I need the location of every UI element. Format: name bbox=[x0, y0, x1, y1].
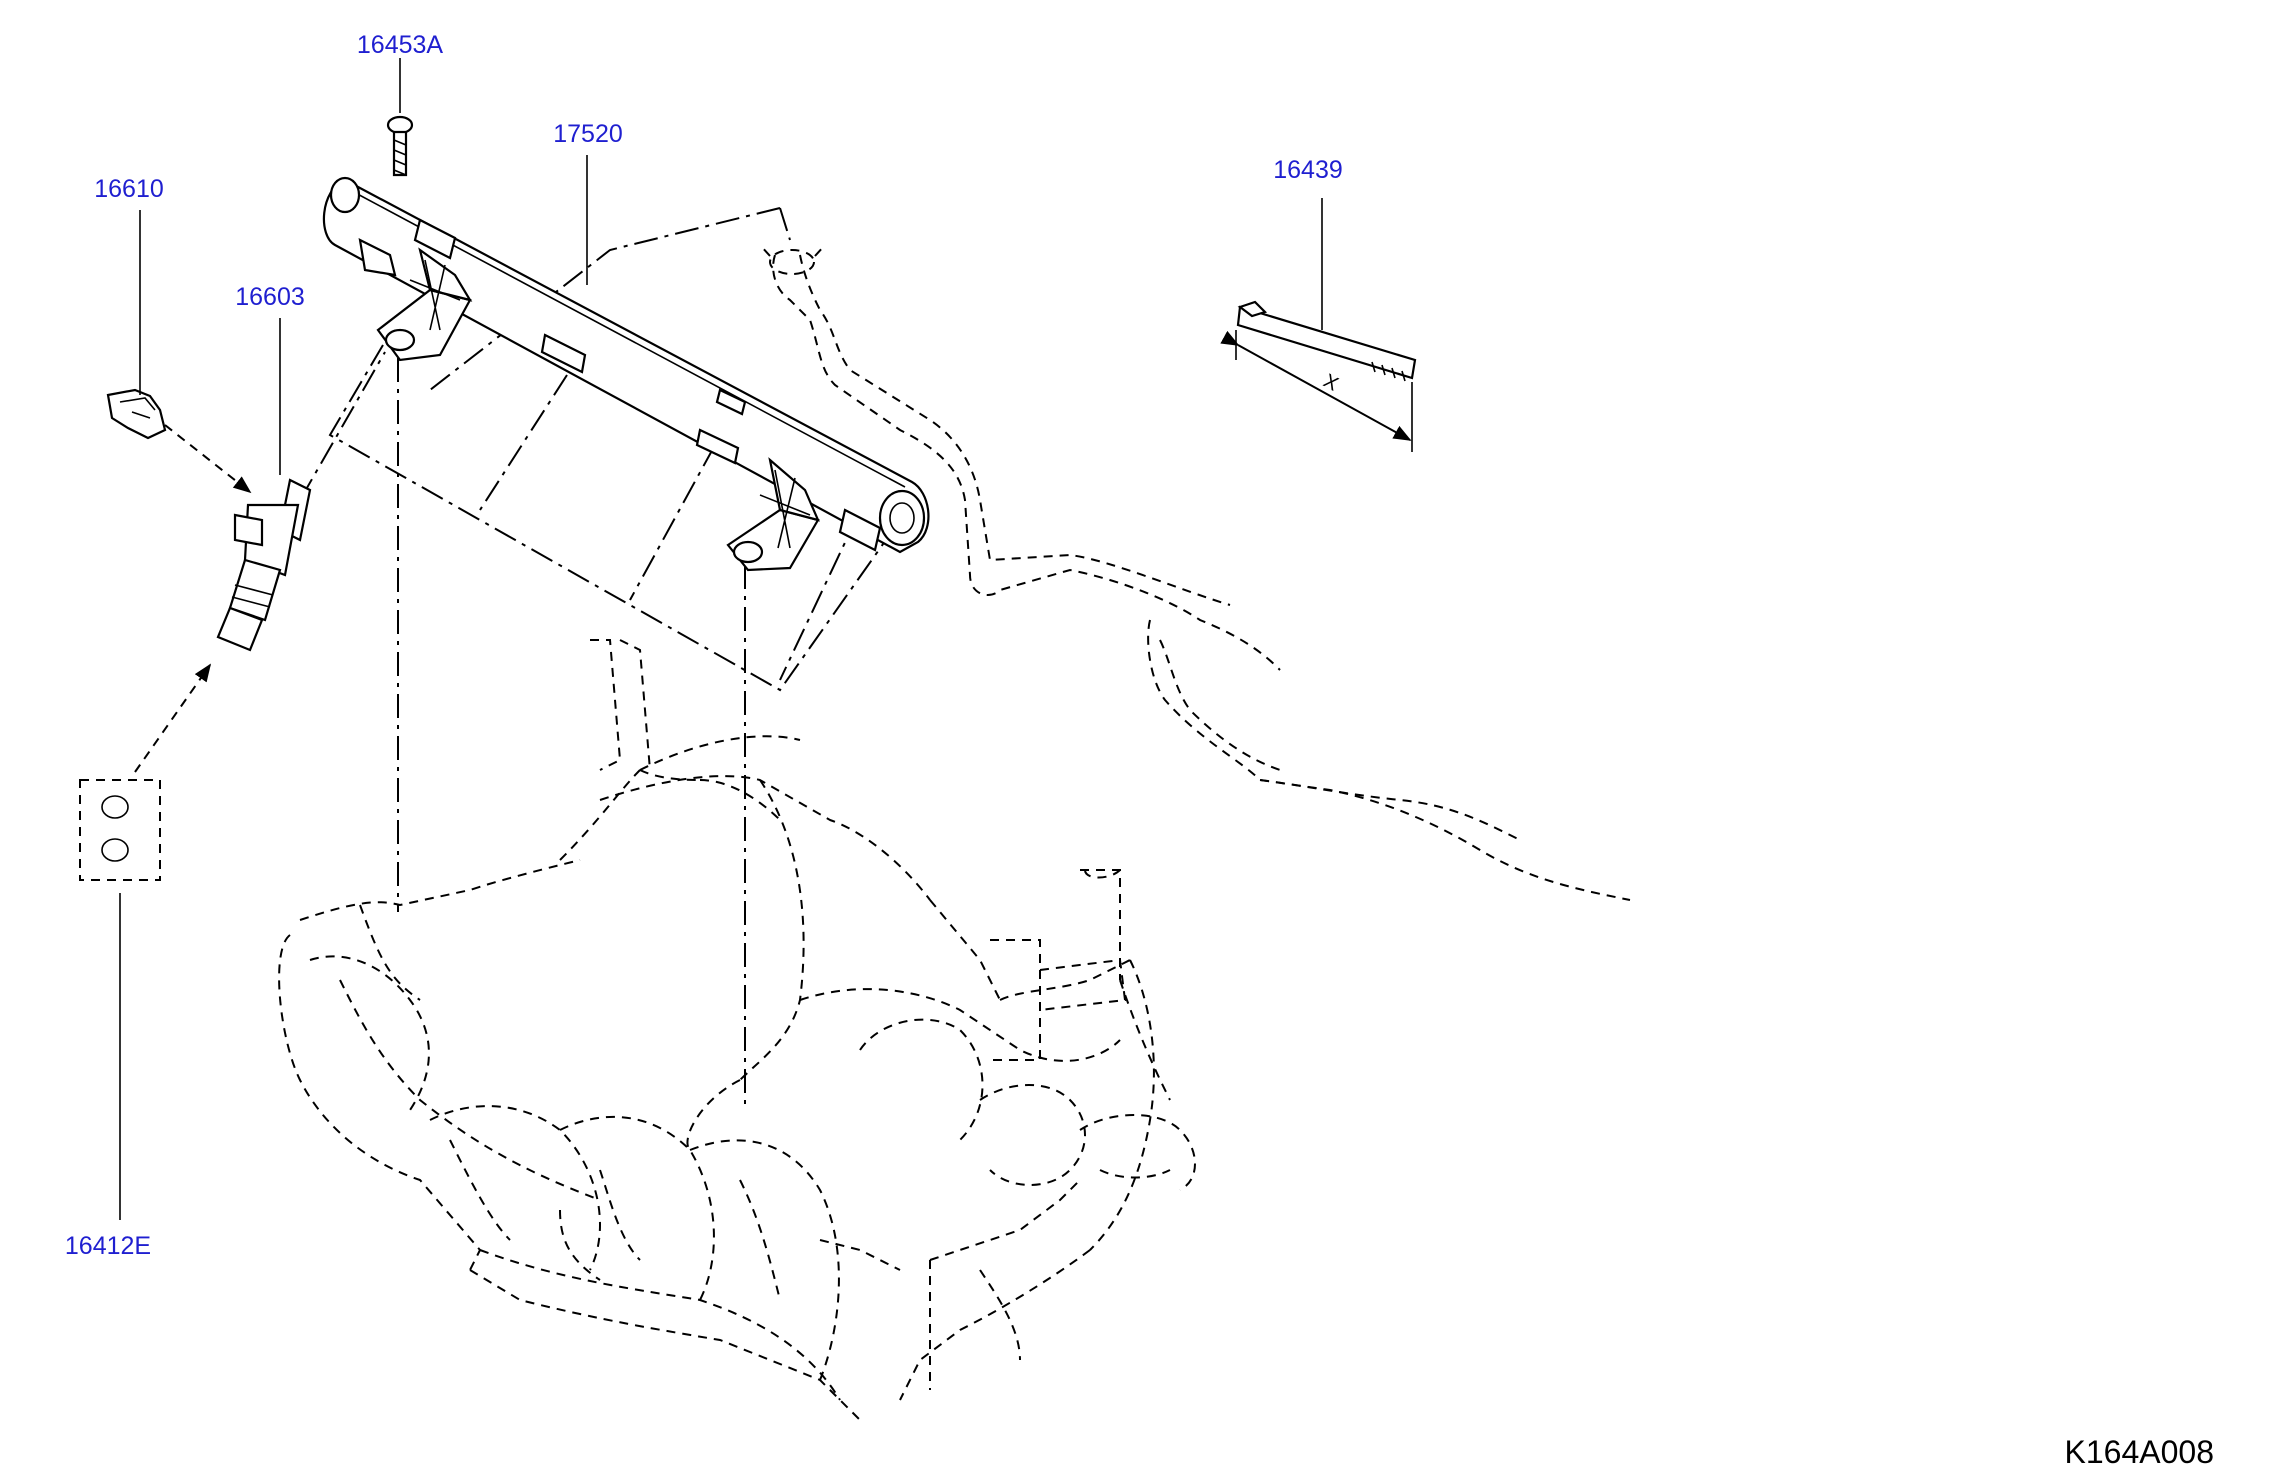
callout-17520[interactable]: 17520 bbox=[553, 120, 623, 148]
callout-16453A[interactable]: 16453A bbox=[357, 31, 444, 59]
fuel-rail[interactable] bbox=[322, 176, 930, 572]
phantom-leaders bbox=[299, 207, 901, 1110]
engine-phantom bbox=[278, 639, 1196, 1421]
gauge-tool[interactable] bbox=[1220, 300, 1417, 452]
fuel-injector[interactable] bbox=[216, 478, 312, 652]
bolt[interactable] bbox=[386, 115, 414, 177]
callout-labels: 16453A 17520 16610 16603 16439 16412E bbox=[65, 31, 1343, 1260]
callout-16412E[interactable]: 16412E bbox=[65, 1232, 151, 1260]
callout-leaders bbox=[119, 58, 1323, 1220]
diagram-id: K164A008 bbox=[2065, 1434, 2214, 1470]
fuel-hose-phantom bbox=[759, 244, 1631, 901]
callout-16610[interactable]: 16610 bbox=[94, 175, 164, 203]
seal-kit[interactable] bbox=[79, 779, 161, 881]
callout-16603[interactable]: 16603 bbox=[235, 283, 305, 311]
callout-16439[interactable]: 16439 bbox=[1273, 156, 1343, 184]
assembly-arrows bbox=[134, 424, 252, 773]
injector-clip[interactable] bbox=[106, 388, 167, 440]
